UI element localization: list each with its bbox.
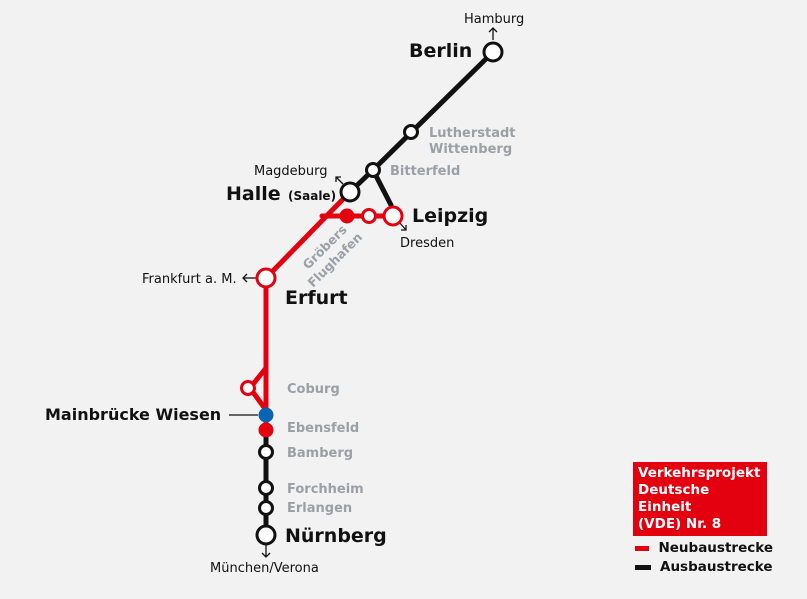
line-halle-erfurt	[263, 189, 353, 281]
label-hamburg: Hamburg	[464, 12, 524, 27]
station-erlangen	[258, 500, 274, 516]
station-berlin	[482, 41, 504, 63]
ausbau-swatch-icon	[635, 564, 651, 570]
legend-ausbau-label: Ausbaustrecke	[660, 559, 773, 575]
station-halle	[339, 181, 361, 203]
station-lutherstadt	[403, 124, 419, 140]
station-flughafen	[361, 208, 377, 224]
station-nuernberg	[255, 524, 277, 546]
label-frankfurt: Frankfurt a. M.	[142, 272, 237, 287]
label-bamberg: Bamberg	[287, 446, 353, 461]
station-bamberg	[258, 444, 274, 460]
station-bitterfeld	[365, 162, 381, 178]
arrow-frankfurt-icon	[242, 273, 256, 283]
neubau-lines	[247, 189, 396, 433]
neubau-swatch-icon	[635, 545, 650, 551]
station-erfurt	[255, 267, 277, 289]
arrow-muenchen-icon	[261, 545, 271, 558]
arrow-magdeburg-icon	[335, 176, 344, 185]
label-erfurt: Erfurt	[285, 287, 348, 309]
label-muenchen: München/Verona	[210, 561, 319, 576]
label-lutherstadt-1: Lutherstadt	[429, 126, 515, 141]
label-ebensfeld: Ebensfeld	[287, 421, 359, 436]
station-ebensfeld	[258, 422, 274, 438]
station-coburg	[240, 380, 256, 396]
label-lutherstadt-2: Wittenberg	[429, 142, 512, 157]
label-coburg: Coburg	[287, 382, 340, 397]
label-erlangen: Erlangen	[287, 501, 352, 516]
label-halle: Halle	[226, 183, 281, 205]
station-leipzig	[382, 205, 404, 227]
label-forchheim: Forchheim	[287, 482, 364, 497]
legend-neubau-label: Neubaustrecke	[658, 540, 773, 556]
destination-arrows	[242, 27, 498, 558]
label-dresden: Dresden	[400, 236, 454, 251]
line-berlin-bitterfeld	[370, 49, 496, 173]
label-halle-suffix: (Saale)	[288, 189, 336, 203]
station-forchheim	[258, 480, 274, 496]
label-bitterfeld: Bitterfeld	[390, 164, 460, 179]
legend-row-ausbau: Ausbaustrecke	[633, 559, 773, 575]
label-mainbruecke: Mainbrücke Wiesen	[45, 405, 221, 424]
labels: Hamburg Berlin Lutherstadt Wittenberg Bi…	[45, 12, 524, 576]
station-groebers	[339, 208, 355, 224]
arrow-hamburg-icon	[488, 27, 498, 40]
legend: Verkehrsprojekt Deutsche Einheit (VDE) N…	[633, 462, 773, 575]
legend-title: Verkehrsprojekt Deutsche Einheit (VDE) N…	[633, 462, 767, 536]
label-leipzig: Leipzig	[412, 205, 488, 227]
label-berlin: Berlin	[409, 40, 472, 62]
label-magdeburg: Magdeburg	[254, 164, 328, 179]
stations	[240, 41, 504, 546]
label-nuernberg: Nürnberg	[285, 525, 387, 547]
legend-row-neubau: Neubaustrecke	[633, 540, 773, 556]
station-mainbruecke	[258, 407, 274, 423]
